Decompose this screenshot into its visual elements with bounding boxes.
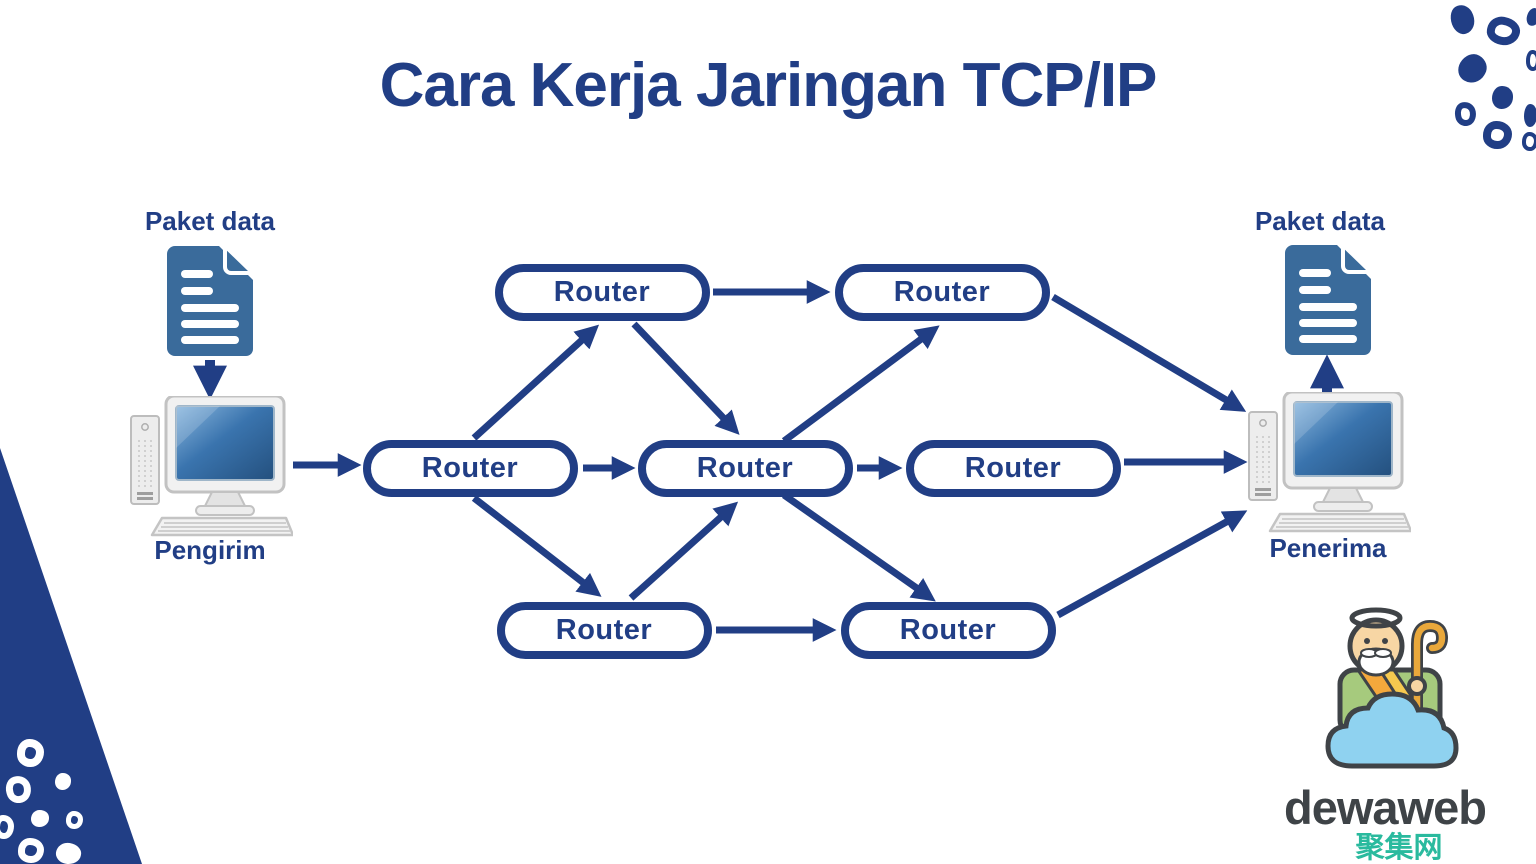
page-title: Cara Kerja Jaringan TCP/IP bbox=[379, 51, 1158, 120]
sender-device-label: Pengirim bbox=[154, 535, 266, 565]
router-node-bottom-right: Router bbox=[840, 601, 1056, 659]
arrow-router-top-right-to-penerima bbox=[1051, 293, 1247, 412]
router-label: Router bbox=[555, 613, 653, 646]
dewaweb-deity-logo bbox=[1325, 607, 1459, 769]
arrow-router-top-left-to-router-center bbox=[631, 321, 740, 435]
receiver-device-label: Penerima bbox=[1269, 533, 1387, 563]
router-node-bottom-left: Router bbox=[496, 601, 712, 659]
arrow-router-bottom-right-to-penerima bbox=[1056, 510, 1248, 619]
router-label: Router bbox=[553, 275, 651, 308]
sender-document-icon bbox=[167, 246, 253, 356]
arrow-router-bottom-left-to-router-center bbox=[628, 501, 739, 601]
sender-packet-label: Paket data bbox=[144, 206, 276, 236]
router-label: Router bbox=[696, 451, 794, 484]
router-label: Router bbox=[421, 451, 519, 484]
receiver-computer-icon bbox=[1248, 392, 1411, 533]
router-node-mid-right: Router bbox=[905, 439, 1121, 497]
dewaweb-wordmark: dewaweb bbox=[1284, 781, 1487, 834]
arrow-router-mid-left-to-router-bottom-left bbox=[471, 495, 602, 597]
router-node-top-left: Router bbox=[494, 263, 710, 321]
receiver-document-icon bbox=[1285, 245, 1371, 355]
router-node-top-right: Router bbox=[834, 263, 1050, 321]
router-node-center: Router bbox=[637, 439, 853, 497]
receiver-packet-label: Paket data bbox=[1254, 206, 1386, 236]
arrow-router-mid-left-to-router-top-left bbox=[471, 324, 600, 441]
router-label: Router bbox=[964, 451, 1062, 484]
sender-computer-icon bbox=[130, 396, 293, 537]
router-label: Router bbox=[893, 275, 991, 308]
arrow-router-center-to-router-bottom-right bbox=[781, 492, 936, 602]
watermark-text: 聚集网 bbox=[1355, 832, 1443, 864]
router-node-mid-left: Router bbox=[362, 439, 578, 497]
arrow-router-center-to-router-top-right bbox=[781, 325, 940, 444]
router-label: Router bbox=[899, 613, 997, 646]
